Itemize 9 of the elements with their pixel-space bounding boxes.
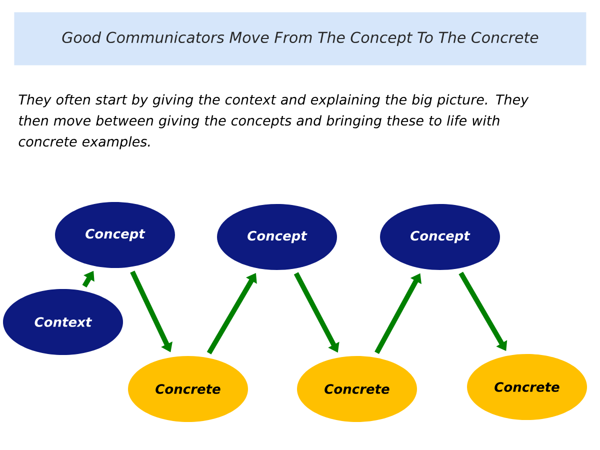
ellipse-node: Concept: [217, 204, 337, 270]
ellipse-node: Concept: [380, 204, 500, 270]
ellipse-node: Concrete: [467, 354, 587, 420]
ellipse-node: Concrete: [128, 356, 248, 422]
description-text: They often start by giving the context and explaining the big picture. They then move between giving the concepts and bringing these to life with concrete examples.: [18, 94, 529, 150]
title-banner: Good Communicators Move From The Concept To The Concrete: [14, 12, 586, 66]
ellipse-node: Concrete: [297, 356, 417, 422]
ellipse-node: Concept: [55, 202, 175, 268]
ellipse-node: Context: [3, 289, 123, 355]
